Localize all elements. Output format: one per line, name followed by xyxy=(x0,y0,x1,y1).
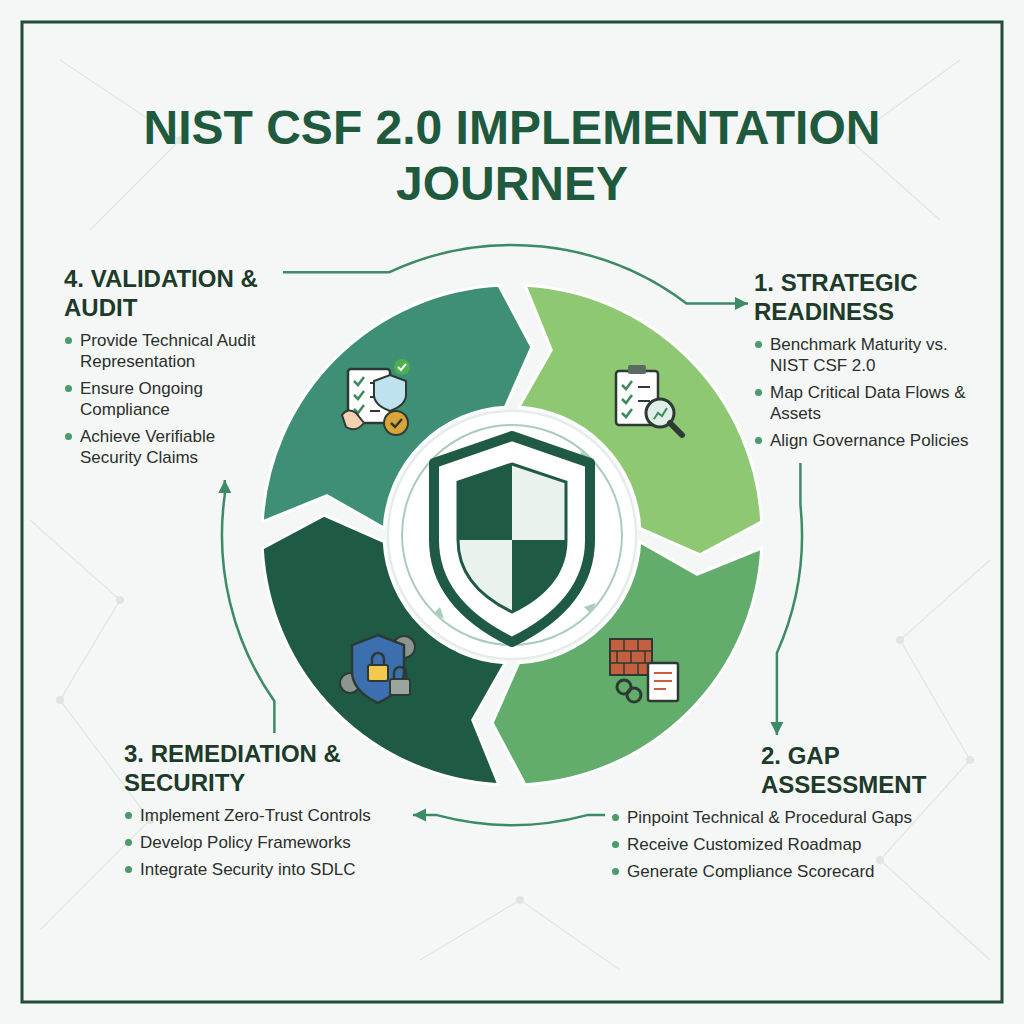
inner-disk xyxy=(388,411,636,659)
phase-bullet: Achieve Verifiable Security Claims xyxy=(64,426,277,468)
network-dots xyxy=(56,136,974,904)
arrow-head xyxy=(218,480,231,493)
phase-bullet: Implement Zero-Trust Controls xyxy=(124,805,407,826)
phase-bullet: Generate Compliance Scorecard xyxy=(611,861,939,882)
phase-heading: 1. STRATEGIC READINESS xyxy=(754,268,987,326)
cycle-ring xyxy=(262,285,761,784)
cycle-connector xyxy=(777,463,802,735)
phase-bullet: Ensure Ongoing Compliance xyxy=(64,378,277,420)
diagram-title: NIST CSF 2.0 IMPLEMENTATION JOURNEY xyxy=(142,100,882,212)
inner-cycle-circle xyxy=(402,425,622,645)
frame xyxy=(22,22,1002,1002)
phase-bullet: Pinpoint Technical & Procedural Gaps xyxy=(611,807,939,828)
cycle-connector xyxy=(413,815,605,825)
phase-bullet: Benchmark Maturity vs. NIST CSF 2.0 xyxy=(754,334,987,376)
arrow-head xyxy=(735,297,748,310)
network-texture xyxy=(30,60,990,970)
phase-bullet: Provide Technical Audit Representation xyxy=(64,330,277,372)
phase-block: 2. GAP ASSESSMENT Pinpoint Technical & Pr… xyxy=(605,735,945,894)
phase-bullet: Map Critical Data Flows & Assets xyxy=(754,382,987,424)
phase-bullet: Align Governance Policies xyxy=(754,430,987,451)
phase-bullet: Develop Policy Frameworks xyxy=(124,832,407,853)
phase-heading: 2. GAP ASSESSMENT xyxy=(761,741,939,799)
audit-icon xyxy=(342,359,410,435)
phase-block: 4. VALIDATION & AUDIT Provide Technical A… xyxy=(58,258,283,480)
phase-block: 3. REMEDIATION & SECURITY Implement Zero-… xyxy=(118,733,413,892)
cycle-connector xyxy=(222,480,274,733)
gap-icon xyxy=(610,639,678,702)
shield-emblem xyxy=(434,436,590,642)
security-icon xyxy=(340,635,415,703)
assessment-icon xyxy=(616,365,682,435)
phase-heading: 3. REMEDIATION & SECURITY xyxy=(124,739,407,797)
arrow-head xyxy=(413,809,426,822)
cycle-connector xyxy=(283,245,748,303)
phase-heading: 4. VALIDATION & AUDIT xyxy=(64,264,277,322)
arrow-head xyxy=(770,722,783,735)
phase-bullet: Integrate Security into SDLC xyxy=(124,859,407,880)
phase-block: 1. STRATEGIC READINESS Benchmark Maturity… xyxy=(748,262,993,463)
phase-bullet: Receive Customized Roadmap xyxy=(611,834,939,855)
